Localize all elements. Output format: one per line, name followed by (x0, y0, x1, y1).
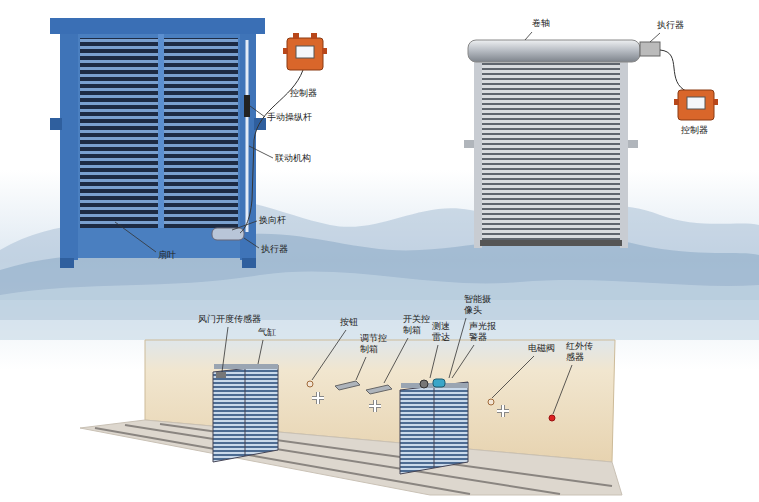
drawing-part (650, 33, 660, 42)
drawing-part (468, 40, 640, 62)
drawing-part (449, 318, 466, 378)
part-label: 手动操纵杆 (267, 112, 312, 123)
part-label: 卷轴 (532, 18, 550, 29)
part-label: 联动机构 (275, 153, 311, 164)
drawing-part (640, 42, 660, 56)
drawing-part (492, 356, 534, 398)
drawing-part (50, 118, 62, 130)
part-label: 调节控制箱 (360, 333, 388, 355)
part-label: 智能摄像头 (464, 294, 492, 316)
drawing-part (420, 380, 428, 388)
drawing-part (356, 357, 366, 380)
drawing-part (620, 58, 628, 248)
part-label: 执行器 (657, 20, 684, 31)
drawing-part (125, 425, 560, 494)
drawing-part (232, 221, 257, 230)
drawing-part (678, 90, 714, 120)
drawing-part (384, 338, 408, 383)
drawing-part (246, 40, 249, 232)
drawing-part (497, 405, 509, 417)
drawing-part (80, 420, 622, 495)
part-label: 风门开度传感器 (198, 314, 261, 325)
drawing-part (296, 46, 314, 58)
drawing-part (258, 340, 263, 364)
drawing-part (254, 118, 266, 130)
drawing-part (222, 327, 228, 372)
drawing-part (283, 48, 288, 54)
drawing-part (482, 62, 620, 242)
leader-lines (115, 32, 660, 414)
drawing-part (400, 382, 468, 474)
drawing-part (628, 140, 638, 148)
drawing-part (312, 392, 324, 404)
drawing-part (164, 38, 238, 228)
drawing-part (674, 99, 679, 105)
drawing-part (245, 369, 246, 456)
drawing-part (312, 392, 324, 404)
drawing-part (214, 364, 278, 369)
drawing-part (480, 240, 622, 246)
drawing-part (213, 365, 278, 462)
drawing-part (158, 34, 164, 230)
tunnel-scene (80, 340, 622, 495)
drawing-part (287, 38, 323, 70)
drawing-part (452, 345, 474, 378)
drawing-part (244, 95, 250, 117)
drawing-part (434, 386, 435, 468)
drawing-part (366, 385, 392, 394)
drawing-part (497, 405, 509, 417)
drawing-part (553, 365, 572, 414)
part-label: 红外传感器 (566, 341, 594, 363)
drawing-part (525, 32, 532, 40)
drawing-part (307, 381, 313, 387)
part-label: 换向杆 (259, 215, 286, 226)
part-label: 声光报警器 (469, 321, 497, 343)
part-label: 按钮 (340, 317, 358, 328)
part-label: 控制器 (681, 125, 708, 136)
drawing-part (549, 415, 555, 421)
drawing-part (335, 381, 360, 390)
part-label: 执行器 (261, 244, 288, 255)
drawing-part (430, 345, 438, 378)
drawing-part (115, 222, 156, 252)
part-label: 气缸 (258, 327, 276, 338)
drawing-part (312, 330, 346, 380)
drawing-part (369, 400, 381, 412)
drawing-part (0, 272, 759, 340)
drawing-part (369, 400, 381, 412)
drawing-part (687, 97, 705, 109)
drawing-part (60, 30, 256, 258)
drawing-part (60, 258, 74, 268)
drawing-part (216, 372, 226, 378)
drawing-part (250, 106, 265, 117)
drawing-part (249, 146, 273, 158)
louver-door (50, 18, 327, 268)
drawing-part (464, 140, 474, 148)
drawing-part (713, 99, 718, 105)
part-label: 开关控制箱 (403, 314, 431, 336)
drawing-part (311, 33, 317, 39)
drawing-part (474, 58, 482, 248)
part-label: 扇叶 (158, 250, 176, 261)
drawing-part (242, 258, 256, 268)
drawing-part (433, 379, 445, 387)
drawing-part (322, 48, 327, 54)
drawing-part (50, 18, 265, 34)
part-label: 测速雷达 (432, 321, 451, 343)
part-label: 电磁阀 (528, 343, 555, 354)
part-label: 控制器 (290, 88, 317, 99)
drawing-part (293, 33, 299, 39)
roller-shutter (464, 40, 718, 248)
drawing-part (244, 238, 259, 248)
drawing-part (80, 38, 158, 228)
drawing-part (488, 399, 494, 405)
drawing-part (60, 34, 78, 260)
drawing-part (660, 50, 688, 92)
drawing-part (212, 228, 244, 240)
